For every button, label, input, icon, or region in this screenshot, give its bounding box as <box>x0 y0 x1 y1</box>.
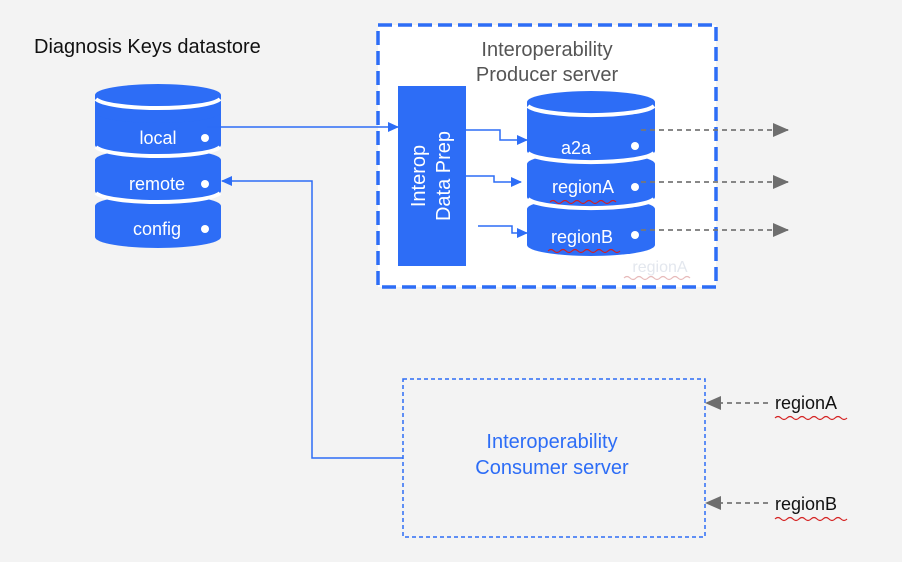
output-a2a-port-icon <box>631 142 639 150</box>
output-regionB: regionB <box>551 227 613 247</box>
producer-title-line1: Interoperability <box>481 39 612 61</box>
consumer-to-remote-arrow-icon <box>221 176 403 459</box>
consumer-title-line2: Consumer server <box>475 457 629 479</box>
producer-faded-label: regionA <box>632 259 687 276</box>
datastore-tier-config: config <box>133 219 181 239</box>
consumer-title-line1: Interoperability <box>486 431 617 453</box>
data-prep-line1: Interop <box>408 145 430 207</box>
consumer-server-box <box>402 378 706 538</box>
output-regionA-port-icon <box>631 183 639 191</box>
consumer-input-regionB: regionB <box>775 494 837 514</box>
output-a2a: a2a <box>561 138 592 158</box>
prep-to-a2a-arrow-icon <box>466 129 528 145</box>
output-regionB-squiggle <box>547 248 621 254</box>
producer-title-line2: Producer server <box>476 64 619 86</box>
datastore-tier-remote: remote <box>129 174 185 194</box>
output-database-icon <box>526 91 656 256</box>
tier-remote-port-icon <box>201 180 209 188</box>
output-regionA-squiggle <box>549 199 617 205</box>
interop-data-prep-box <box>398 86 466 266</box>
input-regionB-squiggle <box>774 516 848 522</box>
faded-label-squiggle <box>623 275 691 281</box>
consumer-input-regionA: regionA <box>775 393 837 413</box>
data-prep-line2: Data Prep <box>433 131 455 221</box>
output-regionB-port-icon <box>631 231 639 239</box>
prep-to-regionB-arrow-icon <box>478 225 528 238</box>
tier-local-port-icon <box>201 134 209 142</box>
datastore-tier-local: local <box>139 128 176 148</box>
tier-config-port-icon <box>201 225 209 233</box>
prep-to-regionA-arrow-icon <box>466 175 522 187</box>
datastore-title: Diagnosis Keys datastore <box>34 36 261 58</box>
datastore-database-icon <box>94 84 222 248</box>
output-regionA: regionA <box>552 177 614 197</box>
input-regionA-squiggle <box>774 415 848 421</box>
